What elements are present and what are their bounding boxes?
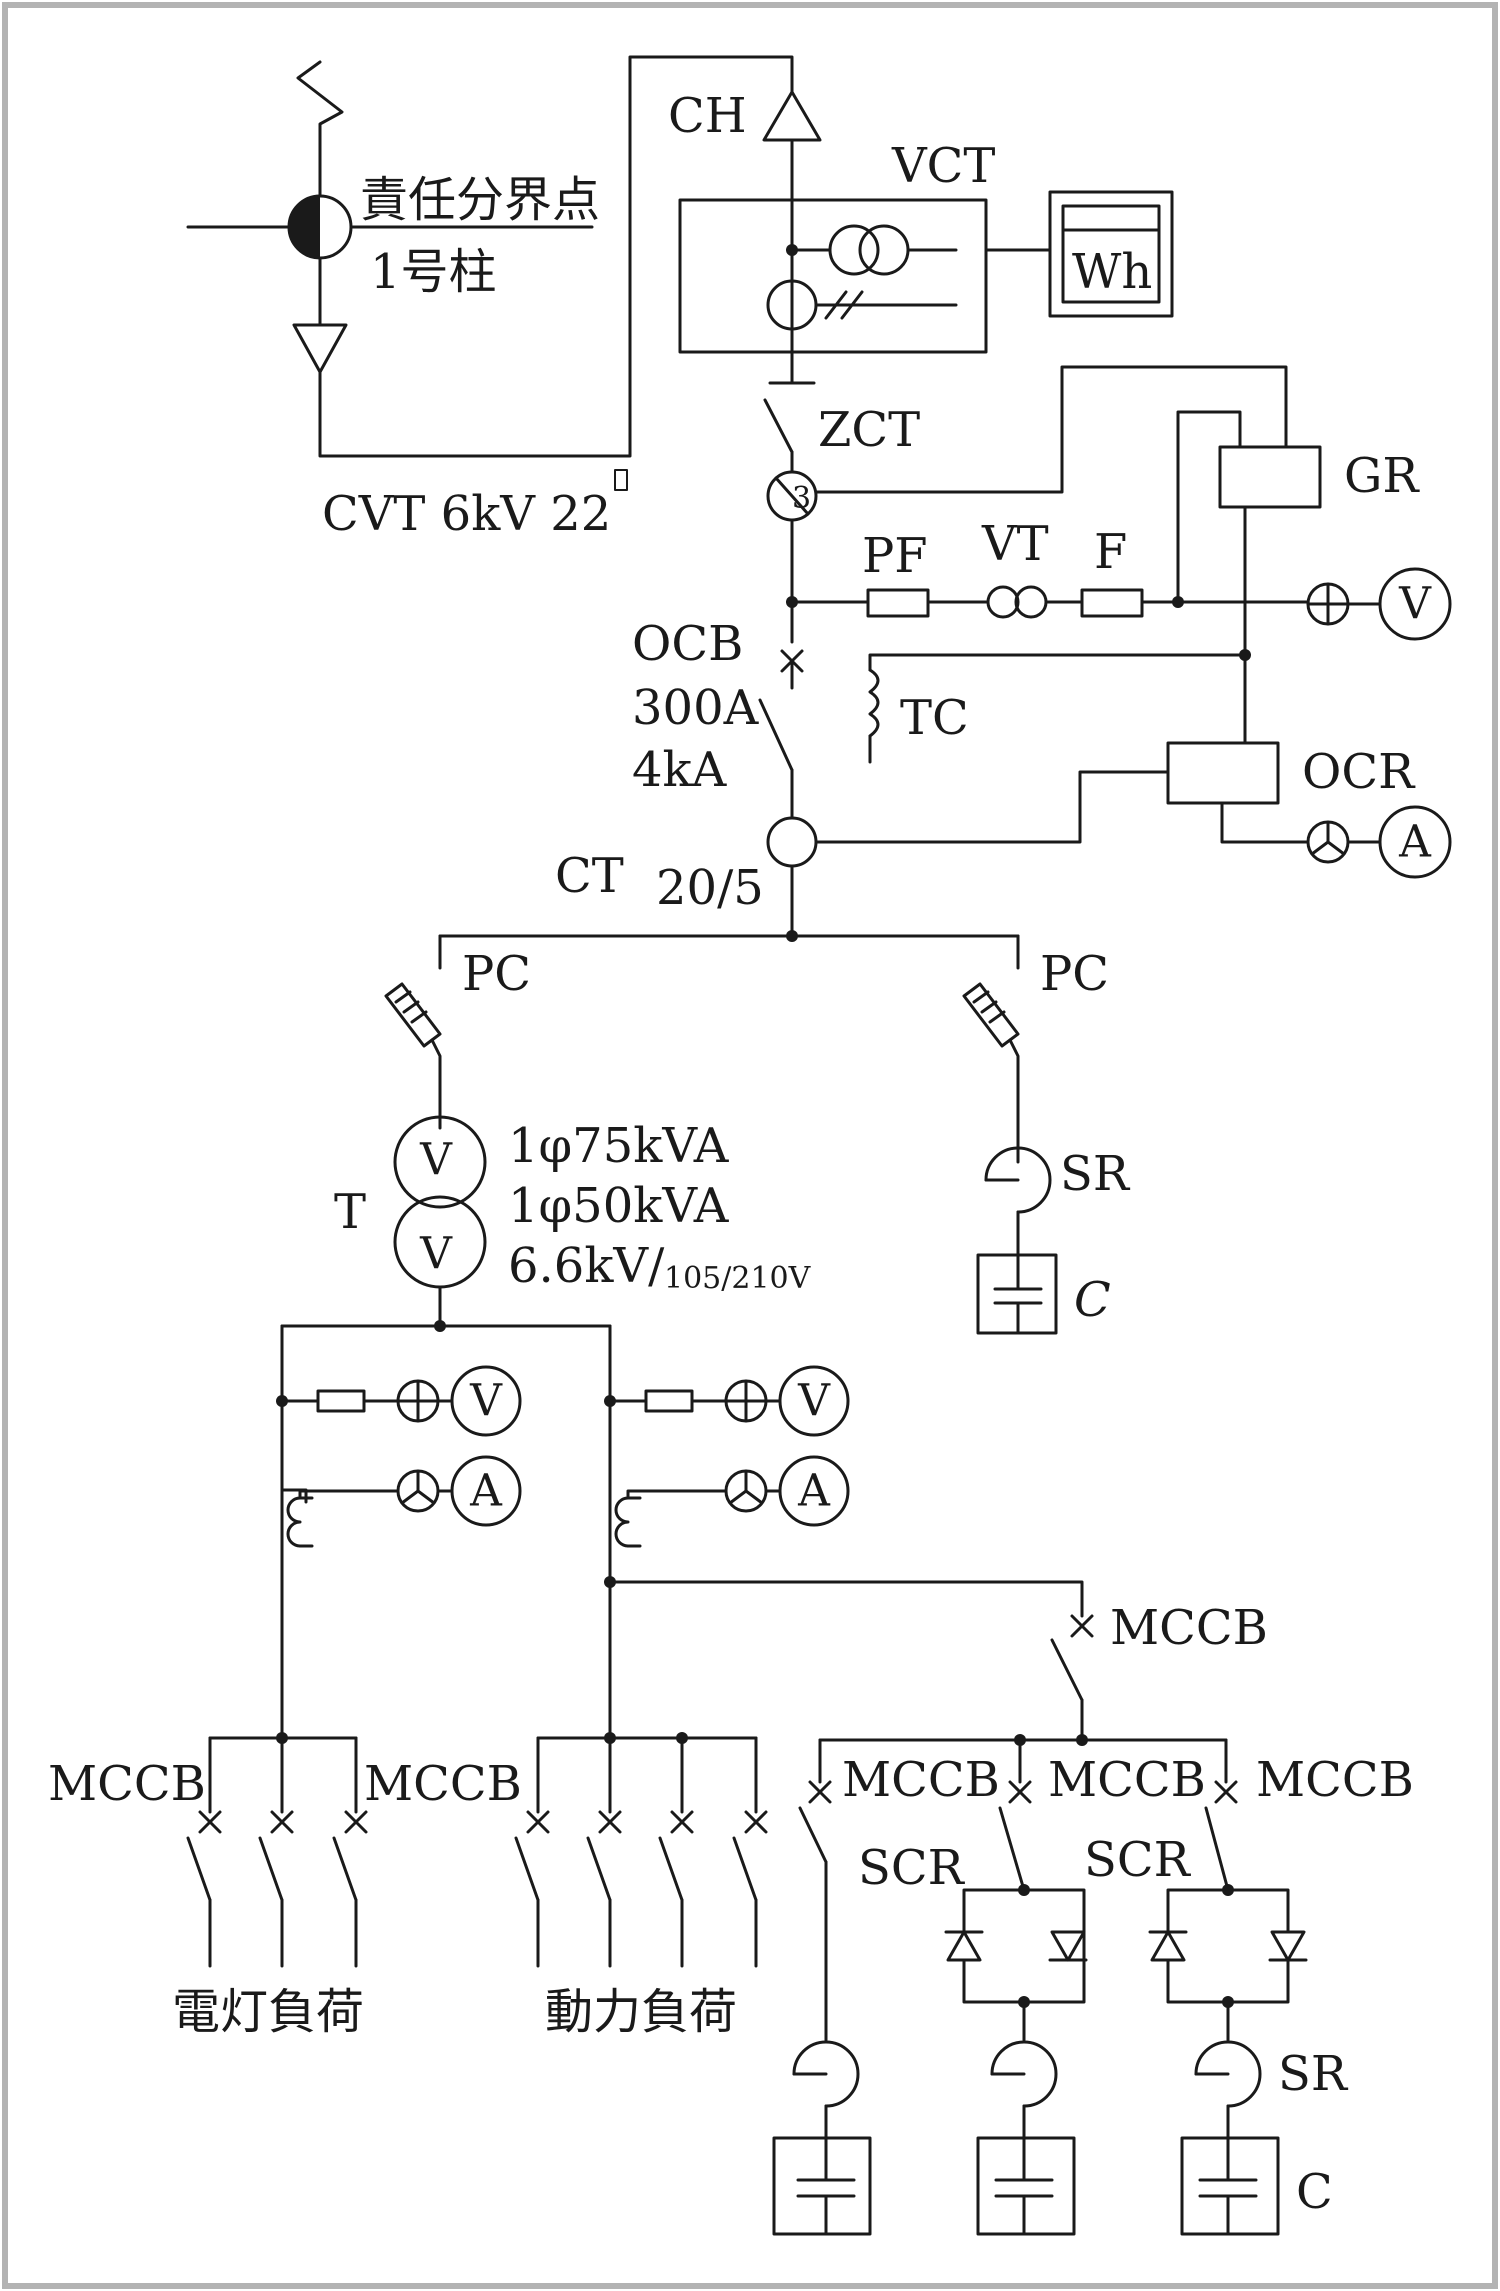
ammeter-lv2 [778, 1455, 850, 1527]
capacitor-feeder-1 [772, 1738, 872, 2236]
ocb-label: OCB [632, 616, 743, 672]
mccb-scr3-label: MCCB [1256, 1752, 1414, 1808]
vct-label: VCT [891, 138, 995, 194]
lv-ct-right [614, 1496, 630, 1548]
mccb-lighting-left-label: MCCB [48, 1756, 206, 1812]
ct-ratio-label: 20/5 [656, 860, 764, 916]
transformer-capacity-1: 1φ75kVA [508, 1118, 730, 1174]
gr-relay-box [1218, 445, 1322, 509]
voltmeter-lv1-label: V [469, 1376, 503, 1427]
voltmeter-lv2 [778, 1365, 850, 1437]
pf-label: PF [862, 528, 928, 584]
gr-label: GR [1344, 448, 1420, 504]
incoming-line [186, 55, 794, 458]
transformer-voltage-main: 6.6kV/ [508, 1238, 665, 1294]
sr-hv-label: SR [1060, 1146, 1131, 1202]
lighting-load-label: 電灯負荷 [172, 1984, 364, 2040]
voltmeter-lv1 [450, 1365, 522, 1437]
lv-ct-left [286, 1496, 302, 1548]
power-load-label: 動力負荷 [545, 1984, 737, 2040]
wh-meter-label: Wh [1072, 244, 1152, 300]
ocb-contact [758, 698, 794, 772]
capacitor-feeder-3 [1148, 1738, 1308, 2236]
tc-label: TC [900, 690, 969, 746]
vct-pt-coil-1 [828, 224, 880, 276]
mccb-scr1-label: MCCB [842, 1752, 1000, 1808]
zct-label: ZCT [818, 402, 920, 458]
ocb-breaking-label: 4kA [632, 742, 728, 798]
disconnect-switch [763, 398, 794, 454]
pole-label: 1号柱 [370, 244, 497, 300]
power-feeders [514, 1736, 768, 1968]
transformer-primary [393, 1115, 487, 1209]
pc-right-label: PC [1040, 946, 1109, 1002]
mccb-main-label: MCCB [1110, 1600, 1268, 1656]
transformer-voltage-sub: 105/210V [664, 1261, 812, 1296]
voltmeter-lv2-label: V [797, 1376, 831, 1427]
vt-label: VT [981, 516, 1049, 572]
lighting-feeders [186, 1736, 368, 1968]
ammeter-hv-label: A [1398, 817, 1432, 868]
mccb-scr2-label: MCCB [1048, 1752, 1206, 1808]
vct-box [678, 198, 988, 354]
voltmeter-hv [1378, 567, 1452, 641]
responsibility-point-label: 責任分界点 [360, 172, 600, 228]
c-hv-label: C [1074, 1272, 1111, 1328]
wh-meter-inner [1061, 204, 1161, 304]
wh-meter-outer [1048, 190, 1174, 318]
voltmeter-hv-label: V [1398, 579, 1432, 630]
c-lv-label: C [1296, 2164, 1333, 2220]
ch-label: CH [668, 88, 747, 144]
mccb-lighting-right-label: MCCB [364, 1756, 522, 1812]
scr2-label: SCR [1084, 1832, 1192, 1888]
ammeter-lv1-label: A [469, 1466, 503, 1517]
zct-mark: 3 [792, 481, 811, 516]
transformer-top-label: V [419, 1135, 453, 1186]
cable-label: CVT 6kV 22 [322, 486, 611, 542]
ocb-rating-label: 300A [632, 680, 760, 736]
transformer-label: T [334, 1184, 366, 1240]
transformer-capacity-2: 1φ50kVA [508, 1178, 730, 1234]
capacitor-feeder-2 [944, 1738, 1088, 2236]
pc-right-fuse [962, 982, 1020, 1152]
pc-left-fuse [384, 982, 442, 1130]
scr1-label: SCR [858, 1840, 966, 1896]
cable-superscript-box [614, 469, 628, 491]
ammeter-lv2-label: A [797, 1466, 831, 1517]
trip-coil [868, 668, 880, 738]
ct-label: CT [555, 848, 624, 904]
ammeter-hv [1378, 805, 1452, 879]
sr-lv-label: SR [1278, 2046, 1349, 2102]
vt-coil-1 [986, 585, 1020, 619]
sr-hv-reactor [984, 1146, 1052, 1214]
f-label: F [1094, 524, 1127, 580]
transformer-bottom-label: V [419, 1229, 453, 1280]
pc-left-label: PC [462, 946, 531, 1002]
ocr-label: OCR [1302, 744, 1416, 800]
ammeter-lv1 [450, 1455, 522, 1527]
responsibility-point-symbol [287, 194, 353, 260]
mccb-main-contact [1050, 1638, 1084, 1702]
